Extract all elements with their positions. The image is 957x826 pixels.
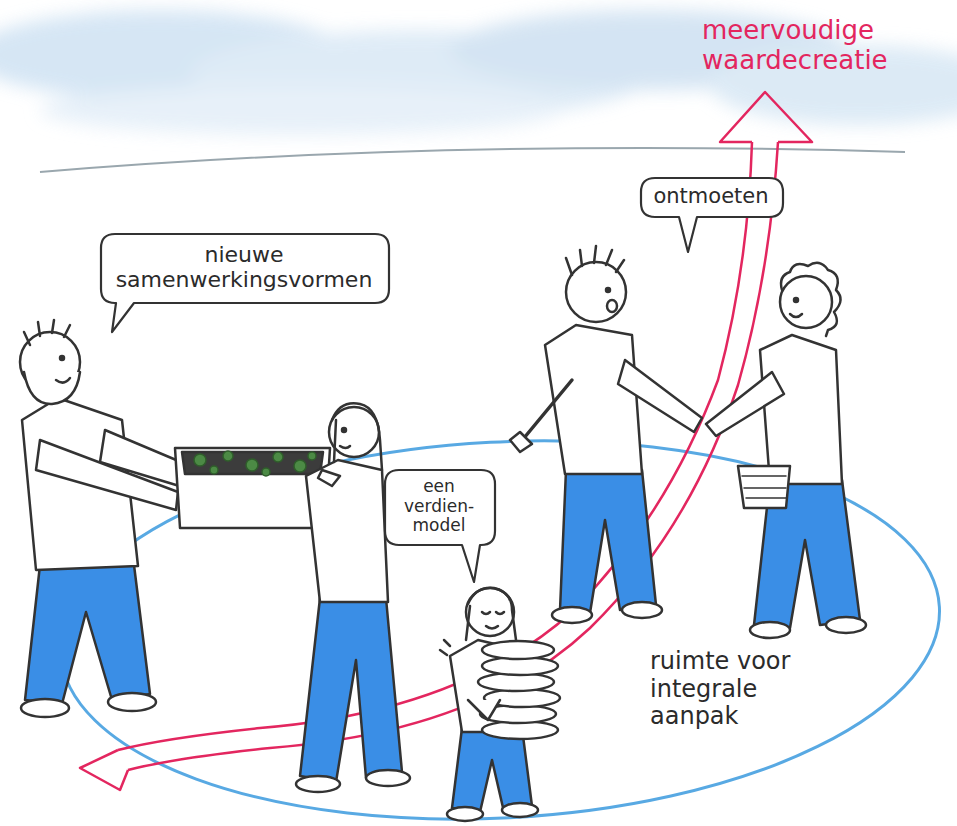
shovel-man-part (560, 470, 656, 613)
shovel-man (510, 246, 702, 623)
bearded-man-part (25, 565, 150, 704)
coin-carrier-part (447, 807, 483, 821)
curly-woman-part (742, 476, 786, 498)
plant-box-part-part (308, 452, 316, 460)
bearded-man-part (21, 699, 69, 717)
sky-wash-part (40, 85, 560, 135)
long-haired-woman-part (300, 598, 402, 782)
plant-box-part-part (294, 460, 306, 472)
long-haired-woman-part (332, 403, 382, 470)
plant-box-part (182, 452, 323, 474)
coin-carrier (440, 588, 560, 821)
value-arrow-part (80, 750, 128, 790)
long-haired-woman-part (334, 420, 336, 462)
value-arrow-part (720, 92, 812, 142)
shovel-man-part (510, 432, 532, 452)
plant-box-part-part (246, 459, 258, 471)
plant-box-part-part (262, 468, 270, 476)
coin-carrier-part (466, 588, 516, 640)
shovel-man-part (618, 360, 702, 432)
bearded-man-part (108, 693, 156, 711)
bubble-shape (385, 470, 495, 582)
curly-woman (706, 263, 866, 638)
shovel-man-part (606, 288, 610, 292)
bearded-man-part (36, 440, 178, 510)
coin-carrier-part (452, 728, 532, 812)
long-haired-woman (296, 403, 410, 792)
curly-woman-part (780, 276, 832, 328)
curly-woman-part (738, 466, 790, 508)
plant-box-part-part (223, 451, 233, 461)
coin-carrier-part (468, 700, 500, 720)
curly-woman-part (760, 335, 842, 484)
coin-carrier-part-part (482, 641, 554, 659)
shovel-man-part (622, 602, 662, 618)
bearded-man-part (24, 320, 70, 345)
curly-woman-part (794, 298, 798, 302)
bearded-man-part (56, 378, 70, 383)
bearded-man-part (24, 372, 80, 404)
bubble-shape (641, 178, 783, 252)
shovel-man-part (524, 380, 572, 438)
bubble-text: een verdien- model (394, 477, 484, 536)
plant-box-part-part (273, 452, 283, 462)
long-haired-woman-part (318, 470, 340, 486)
curly-woman-part (826, 617, 866, 633)
curly-woman-part (706, 372, 784, 436)
long-haired-woman-part (296, 776, 340, 792)
plant-box-part-part (194, 454, 206, 466)
sky-wash (0, 10, 957, 135)
bubble-text: ontmoeten (653, 184, 769, 208)
arrow-goal-label: meervoudige waardecreatie (702, 16, 924, 76)
plant-box-part-part (210, 466, 218, 474)
long-haired-woman-part (366, 770, 410, 786)
long-haired-woman-part (306, 460, 388, 602)
curly-woman-part (750, 622, 790, 638)
coin-carrier-part (482, 612, 504, 629)
bubble-shape (101, 234, 389, 332)
bearded-man-part (60, 356, 64, 360)
coin-carrier-part (502, 803, 538, 817)
speech-bubble: een verdien- model (385, 470, 495, 545)
long-haired-woman-part (340, 446, 350, 448)
coin-carrier-part (440, 640, 450, 655)
shovel-man-part (552, 607, 592, 623)
shovel-man-part (545, 325, 642, 474)
curly-woman-part (781, 263, 841, 336)
coin-carrier-part (478, 641, 560, 739)
shovel-man-part (566, 246, 624, 275)
shovel-man-part (607, 300, 617, 312)
speech-bubble: ontmoeten (641, 178, 783, 217)
speech-bubble: nieuwe samenwerkingsvormen (101, 234, 389, 303)
bubble-text: nieuwe samenwerkingsvormen (113, 242, 375, 293)
plant-box-part (194, 451, 316, 476)
area-label: ruimte voor integrale aanpak (650, 648, 822, 731)
bearded-man (20, 320, 188, 717)
long-haired-woman-part (342, 428, 346, 432)
curly-woman-part (790, 314, 802, 317)
